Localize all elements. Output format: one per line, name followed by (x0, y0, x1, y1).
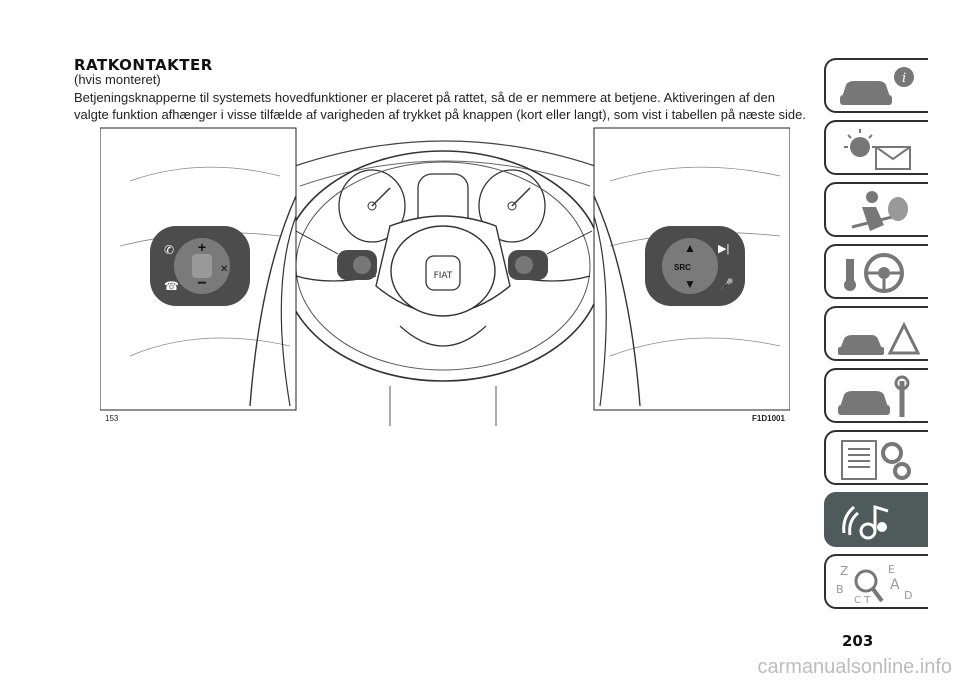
svg-text:▲: ▲ (684, 241, 696, 255)
seat-airbag-icon (851, 191, 908, 231)
svg-text:☎: ☎ (164, 279, 179, 293)
car-info-icon: i (840, 67, 914, 105)
figure-number: 153 (105, 414, 119, 423)
tab-warning-lights[interactable] (824, 120, 928, 175)
tab-starting-driving[interactable] (824, 244, 928, 299)
svg-text:Z: Z (840, 564, 848, 578)
page-number: 203 (842, 632, 874, 650)
steering-wheel-controls-figure: FIAT + − ✆ ☎ ✕ ▲ ▼ SR (99, 126, 791, 426)
tab-multimedia[interactable] (824, 492, 928, 547)
body-paragraph: Betjeningsknapperne til systemets hovedf… (74, 90, 814, 123)
svg-text:−: − (197, 275, 206, 292)
emergency-triangle-car-icon (838, 321, 921, 355)
tab-car-info[interactable]: i (824, 58, 928, 113)
paragraph-line-1: Betjeningsknapperne til systemets hovedf… (74, 90, 775, 105)
tab-safety[interactable] (824, 182, 928, 237)
figure-code: F1D1001 (752, 414, 785, 423)
tab-maintenance[interactable] (824, 368, 928, 423)
tab-emergency[interactable] (824, 306, 928, 361)
paragraph-line-2: valgte funktion afhænger i visse tilfæld… (74, 106, 806, 122)
svg-text:✕: ✕ (220, 264, 228, 275)
svg-text:i: i (902, 71, 906, 86)
tab-technical-data[interactable] (824, 430, 928, 485)
svg-text:▼: ▼ (684, 277, 696, 291)
fiat-logo: FIAT (434, 271, 453, 281)
watermark: carmanualsonline.info (757, 656, 952, 678)
car-maintenance-wrench-icon (838, 375, 910, 417)
svg-text:B: B (836, 583, 844, 596)
section-title: RATKONTAKTER (74, 56, 213, 74)
svg-text:🎤: 🎤 (720, 277, 734, 291)
warning-lights-message-icon (844, 129, 911, 170)
alphabetical-index-search-icon: Z B E A D C T (836, 563, 912, 606)
steering-wheel-illustration: FIAT + − ✆ ☎ ✕ ▲ ▼ SR (99, 127, 791, 426)
svg-text:C T: C T (854, 595, 871, 606)
svg-text:A: A (890, 577, 900, 593)
tab-index[interactable]: Z B E A D C T (824, 554, 928, 609)
technical-data-gears-icon (841, 440, 911, 480)
svg-text:E: E (888, 563, 895, 576)
src-label: SRC (674, 263, 691, 272)
svg-text:+: + (198, 239, 206, 255)
multimedia-music-icon (842, 504, 889, 540)
svg-text:▶|: ▶| (718, 243, 729, 255)
svg-text:D: D (904, 589, 912, 602)
section-subtitle: (hvis monteret) (74, 72, 161, 87)
key-steering-wheel-icon (844, 253, 904, 293)
svg-text:✆: ✆ (164, 243, 174, 257)
